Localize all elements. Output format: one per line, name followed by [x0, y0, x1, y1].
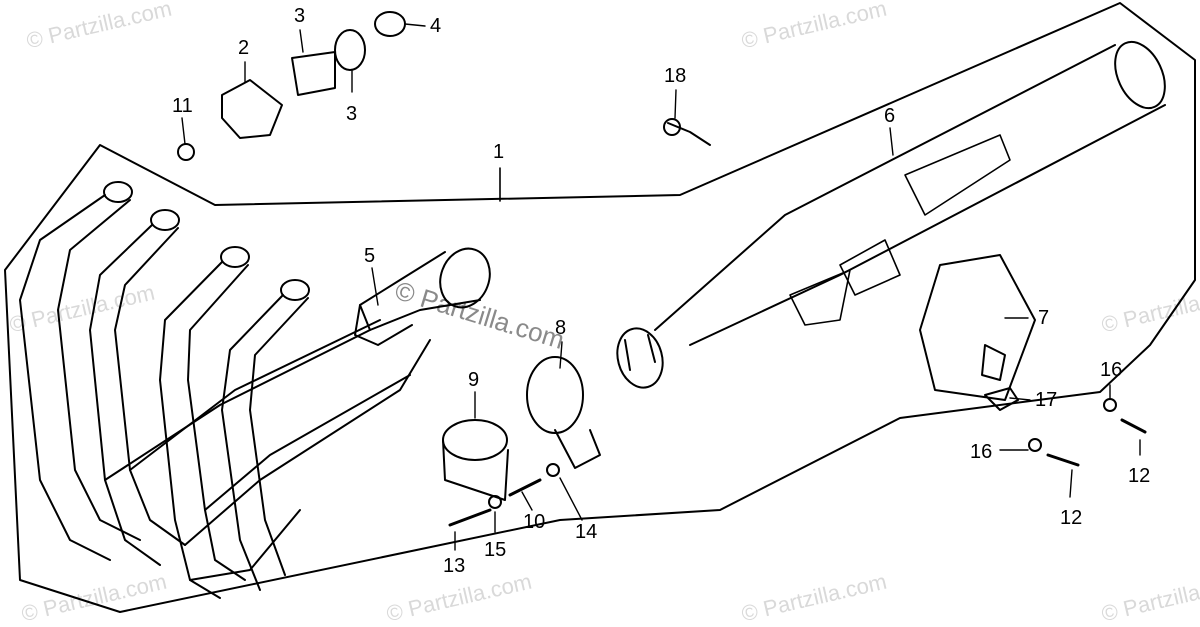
- callout-18: 18: [664, 65, 687, 87]
- callout-3: 3: [346, 103, 358, 125]
- callout-12: 12: [1128, 465, 1151, 487]
- callout-16: 16: [1100, 359, 1123, 381]
- callout-5: 5: [364, 245, 376, 267]
- callout-11: 11: [172, 95, 193, 117]
- header-pipes: [19, 181, 431, 599]
- muffler: [616, 40, 1166, 389]
- callout-6: 6: [884, 105, 896, 127]
- small-parts: [177, 11, 711, 161]
- callout-2: 2: [238, 37, 250, 59]
- clamp-parts: [442, 356, 601, 527]
- callout-12: 12: [1060, 507, 1083, 529]
- callout-10: 10: [523, 511, 546, 533]
- callout-9: 9: [468, 369, 480, 391]
- callout-17: 17: [1035, 389, 1058, 411]
- collector-joint: [354, 247, 491, 346]
- callout-1: 1: [493, 141, 505, 163]
- assembly-outline: [4, 2, 1196, 613]
- callout-13: 13: [443, 555, 466, 577]
- callout-8: 8: [555, 317, 567, 339]
- callout-14: 14: [575, 521, 598, 543]
- bracket-parts: [919, 254, 1147, 467]
- callout-7: 7: [1038, 307, 1050, 329]
- leader-lines: [181, 23, 1141, 551]
- callout-3: 3: [294, 5, 306, 27]
- callout-16: 16: [970, 441, 993, 463]
- callout-4: 4: [430, 15, 442, 37]
- callout-15: 15: [484, 539, 507, 561]
